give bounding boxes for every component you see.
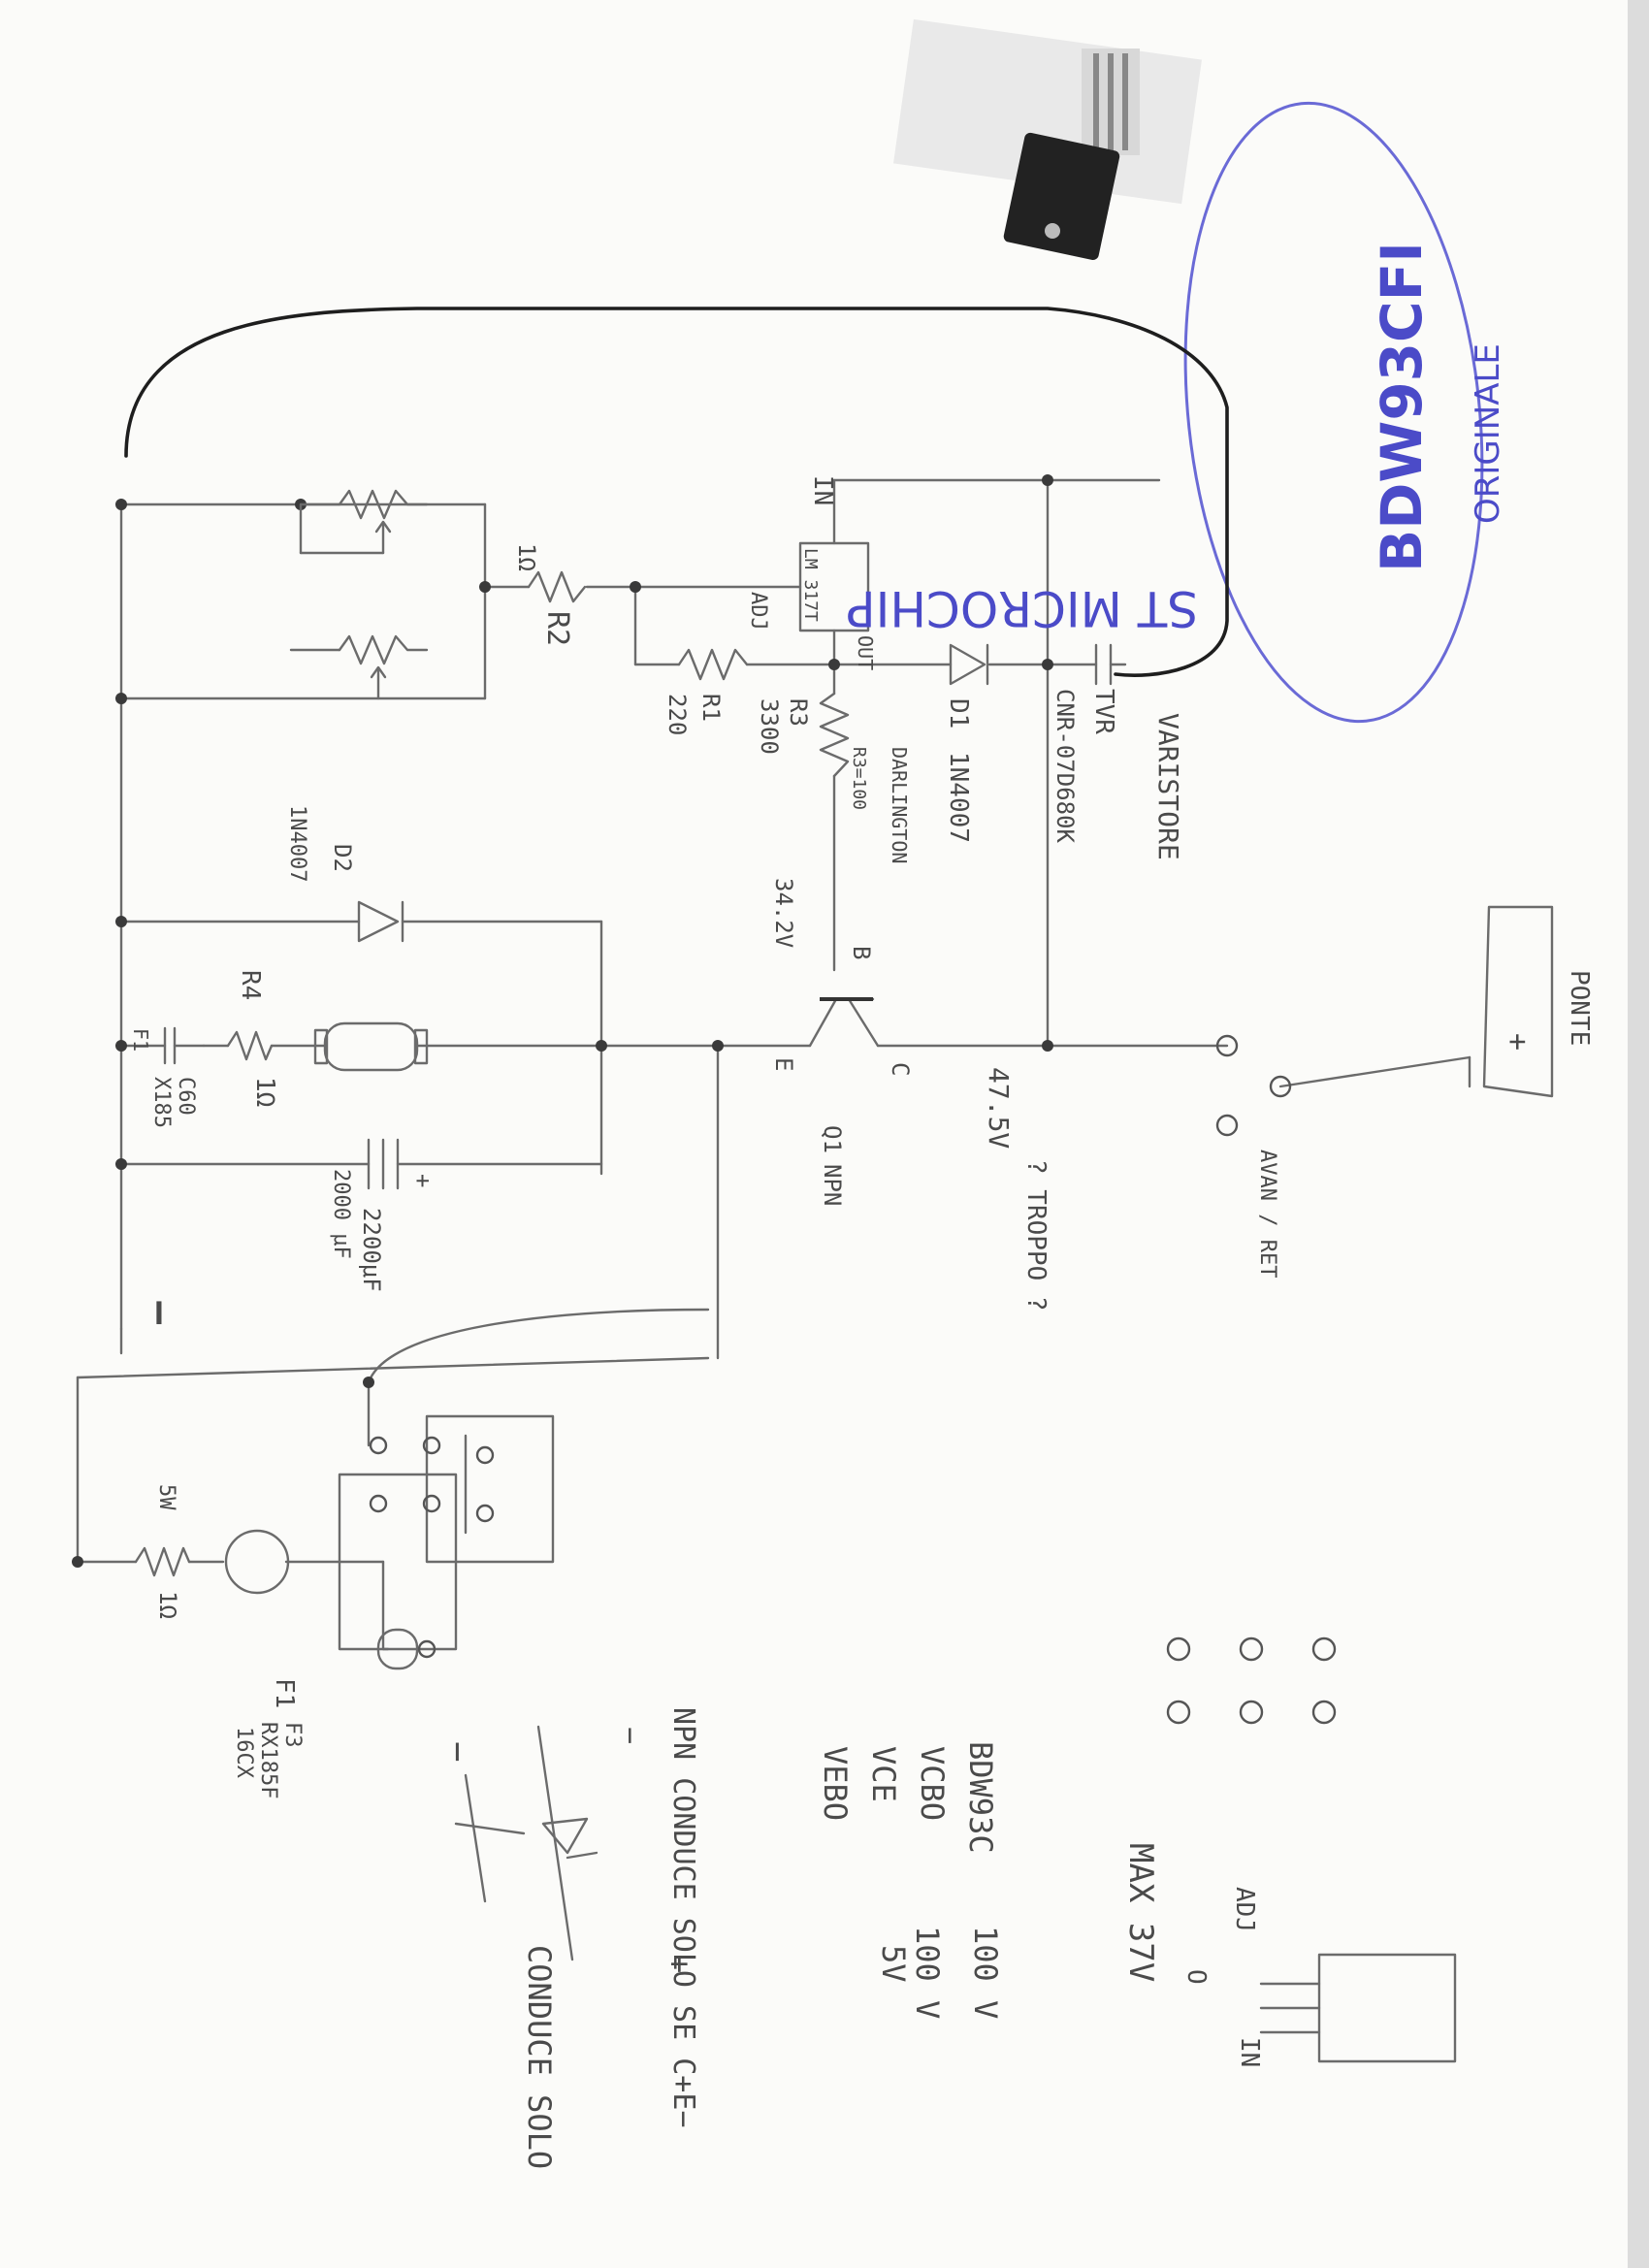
lamp-fuse-ref: F3 [280,1722,305,1748]
r3-old-label: R3=100 [849,747,869,810]
spec-vce-label: VCE [865,1746,902,1802]
cap2-label: 2200μF [358,1208,385,1292]
diode-note-minus: − [437,1741,477,1763]
q1-type: NPN [819,1164,846,1206]
d1-type: 1N4007 [944,752,973,843]
spec-vebo-label: VEBO [817,1746,854,1821]
device-title: BDW93CFI [1369,242,1435,572]
diode-d2 [357,900,404,943]
regulator-photo [893,18,1202,260]
vc-note: ? TROPPO ? [1021,1159,1051,1312]
junctions [72,474,1053,1568]
lamp [224,1529,290,1595]
pinout-adj: ADJ [1230,1887,1259,1932]
device-subtitle-text: ORIGINALE [1469,343,1507,524]
device-subtitle: ORIGINALE [1469,343,1507,524]
bridge-label: PONTE [1565,970,1594,1046]
reg-adj-label: ADJ [746,592,770,631]
reg-in-label: IN [808,475,837,505]
regulator-body [1003,132,1120,260]
r4-value: 1Ω [250,1077,279,1107]
maker: ST MICROCHIP [847,580,1198,636]
vb-label: 34.2V [770,878,797,948]
switch-terminals [1215,1034,1292,1137]
npn-symbol [454,1773,526,1903]
regulator-box [798,541,870,632]
motor [313,1021,429,1072]
reg-out-label: OUT [854,635,877,670]
spec-vcbo-value: 100 V [967,1926,1004,2019]
scan-edge [1628,0,1649,2268]
lamp-fuse-label: F1 [270,1678,299,1708]
lamp-r-power: 5W [154,1484,178,1510]
varistor-tvr [1094,643,1127,686]
pot-mark-label: 1Ω [513,543,540,571]
tvr-part: CNR-07D680K [1051,689,1079,843]
r3-label: R3 [785,698,812,727]
q1-label: Q1 [819,1125,846,1153]
cap-plus: + [409,1174,436,1187]
pin-block [1166,1636,1337,1725]
lamp-fuse-part: RX185F [256,1722,280,1798]
device-title-text: BDW93CFI [1369,242,1435,572]
d1-label: D1 [944,698,973,729]
cap1-label: 2000 μF [329,1169,353,1259]
blue-ellipse [1183,101,1484,724]
r3-value: 3300 [756,698,783,755]
resistor-r2 [527,570,587,603]
pinout-out: O [1181,1969,1211,1985]
reg-name-label: LM 317T [800,548,821,622]
fuse-f1-motor [163,1026,206,1065]
capacitor [367,1138,400,1190]
bridge-plus: + [1501,1033,1535,1051]
diode-d1 [949,643,989,686]
spec-vebo-value: 5V [875,1945,912,1983]
pin-b-label: B [848,946,875,959]
lamp-r-value: 1Ω [154,1591,181,1619]
motor-fuse-2: X185 [149,1077,174,1128]
minus-rail-label: − [135,1300,184,1326]
r1-label: R1 [697,694,725,722]
d2-type: 1N4007 [285,805,309,882]
fuse-f1-lamp [376,1628,436,1670]
pinout-sketch [1259,1953,1457,2063]
r4-label: R4 [236,970,265,1000]
spec-vcbo-label: VCBO [914,1746,951,1821]
switch-label: AVAN / RET [1255,1150,1279,1278]
lower-switch-terminals [369,1436,495,1523]
maker-text: ST MICROCHIP [847,580,1198,636]
loop-wire [124,307,1229,677]
npn-note: NPN CONDUCE SOLO SE C+E− [666,1707,700,2127]
resistor-r4 [226,1030,274,1061]
bridge-box [1482,905,1554,1098]
resistor-lamp [134,1546,191,1577]
d2-label: D2 [329,844,356,872]
potentiometer-top [299,489,429,555]
pin-c-label: C [887,1062,914,1076]
pin-e-label: E [770,1057,797,1071]
varistor-label: VARISTORE [1152,713,1184,860]
spec-vce-value: 100 V [909,1926,946,2019]
lamp-fuse-size: 16CX [232,1727,256,1779]
resistor-r3 [819,692,850,778]
potentiometer-bottom [289,634,429,700]
spec-part: BDW93C [962,1741,999,1854]
motor-fuse-label: F1 [129,1028,152,1052]
motor-fuse-1: C60 [174,1077,198,1116]
diode-note-symbol [536,1725,598,1961]
npn-note-minus: − [613,1727,647,1744]
pinout-max: MAX 37V [1121,1843,1160,1982]
r2-label: R2 [540,611,574,646]
resistor-r1 [677,648,749,681]
pinout-in: IN [1235,2037,1264,2067]
r1-value: 220 [663,694,691,735]
diode-note: CONDUCE SOLO [521,1945,558,2169]
tvr-label: TVR [1089,689,1118,734]
diode-note-plus: + [662,1955,698,1973]
r3-note-label: DARLINGTON [888,747,911,863]
vc-label: 47.5V [983,1067,1015,1149]
